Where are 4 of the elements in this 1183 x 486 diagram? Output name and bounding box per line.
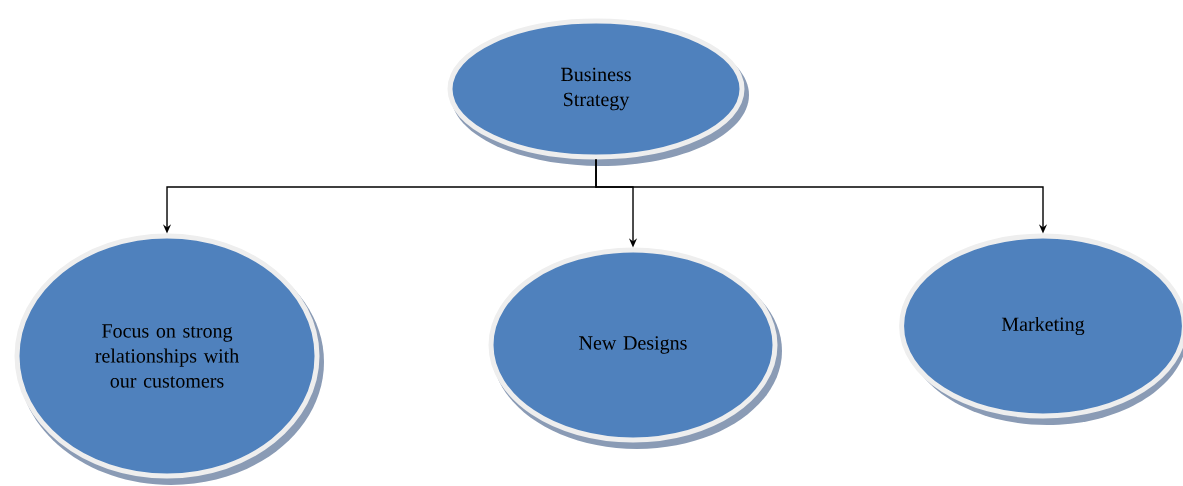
ellipse-node: New Designs — [488, 247, 782, 449]
ellipse-node: Focus on strong relationships with our customers — [14, 233, 324, 485]
ellipse-node: Marketing — [899, 233, 1183, 425]
ellipse-node: Business Strategy — [447, 18, 749, 166]
